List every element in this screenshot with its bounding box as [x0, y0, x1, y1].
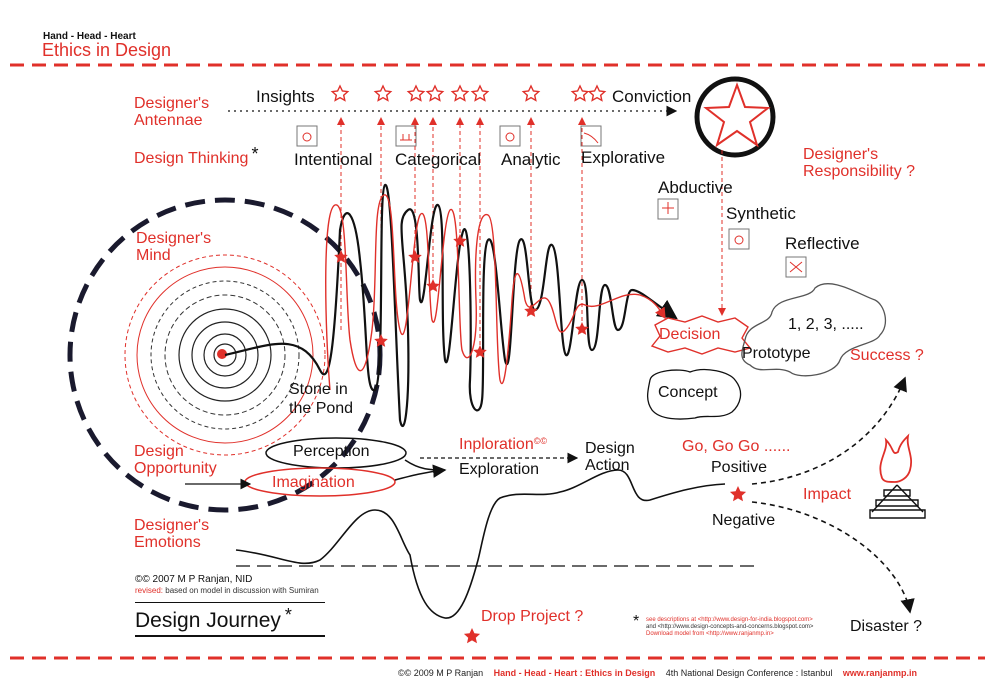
wave-stars [334, 234, 589, 358]
journey-box [135, 602, 325, 637]
footer-conference: 4th National Design Conference : Istanbu… [665, 668, 833, 678]
star-icon [575, 322, 589, 335]
star-icon [406, 84, 426, 102]
star-icon [587, 84, 607, 102]
notes-asterisk: * [633, 613, 640, 630]
categorical-label: Categorical [395, 150, 481, 169]
perception-label: Perception [293, 443, 370, 460]
star-icon [373, 84, 393, 102]
journey-title: Design Journey* [135, 605, 292, 632]
inploration-label: Inploration©© [459, 436, 547, 453]
stone-dot [217, 349, 227, 359]
decision-label: Decision [659, 326, 721, 343]
mind-wave-red [325, 194, 666, 391]
conviction-star-icon [703, 82, 771, 148]
credit-copyright: ©© 2007 M P Ranjan, NID [135, 574, 253, 585]
asterisk: * [251, 144, 259, 164]
categorical-icon [395, 125, 417, 147]
emotion-curve [235, 469, 726, 619]
star-icon [453, 234, 467, 247]
intentional-label: Intentional [294, 150, 373, 169]
impact-label: Impact [803, 486, 852, 503]
footer-title: Hand - Head - Heart : Ethics in Design [493, 668, 656, 678]
conviction-label: Conviction [612, 87, 692, 106]
design-thinking-label: Design Thinking* [134, 144, 259, 167]
star-icon [524, 304, 538, 317]
notes: see descriptions at <http://www.design-f… [646, 617, 814, 638]
credit-revised: revised: based on model in discussion wi… [135, 586, 319, 595]
go-label: Go, Go Go ...... [682, 438, 791, 455]
star-icon [570, 84, 590, 102]
negative-label: Negative [712, 512, 776, 529]
concept-cloud [646, 368, 742, 420]
star-icon [425, 84, 445, 102]
star-icon [473, 345, 487, 358]
drop-label: Drop Project ? [481, 608, 584, 625]
decision-burst [650, 315, 752, 355]
footer-copyright: ©© 2009 M P Ranjan [398, 668, 484, 678]
analytic-label: Analytic [501, 150, 561, 169]
explorative-label: Explorative [581, 148, 666, 167]
analytic-icon [499, 125, 521, 147]
impact-star-icon [729, 486, 747, 502]
reflective-label: Reflective [785, 234, 860, 253]
success-label: Success ? [850, 347, 924, 364]
exploration-path [394, 460, 445, 480]
star-icon [330, 84, 350, 102]
synthetic-icon [728, 228, 750, 250]
intentional-icon [296, 125, 318, 147]
concept-label: Concept [658, 384, 718, 401]
star-icon [450, 84, 470, 102]
imagination-label: Imagination [272, 474, 355, 491]
insights-label: Insights [256, 87, 315, 106]
prototype-cloud [741, 283, 887, 377]
header-title: Ethics in Design [42, 40, 172, 60]
disaster-arrow [751, 501, 915, 614]
thinking-icons [296, 125, 807, 278]
fire-icon [869, 433, 926, 519]
abductive-label: Abductive [658, 178, 733, 197]
header-subtitle: Hand - Head - Heart [43, 31, 136, 42]
prototype-label: Prototype [742, 345, 811, 362]
star-icon [470, 84, 490, 102]
disaster-label: Disaster ? [850, 618, 923, 635]
star-icon [374, 334, 388, 347]
exploration-label: Exploration [459, 461, 540, 478]
star-icon [334, 250, 348, 263]
star-icon [426, 279, 440, 292]
footer: ©© 2009 M P Ranjan Hand - Head - Heart :… [398, 668, 918, 678]
star-icon [521, 84, 541, 102]
conviction-circle [694, 76, 776, 158]
numbers-label: 1, 2, 3, ..... [788, 316, 864, 333]
star-icon [408, 250, 422, 263]
drop-star-icon [463, 628, 481, 644]
insight-stars [330, 84, 607, 102]
footer-url[interactable]: www.ranjanmp.in [842, 668, 918, 678]
positive-label: Positive [711, 459, 768, 476]
success-arrow [751, 376, 907, 485]
synthetic-label: Synthetic [726, 204, 796, 223]
